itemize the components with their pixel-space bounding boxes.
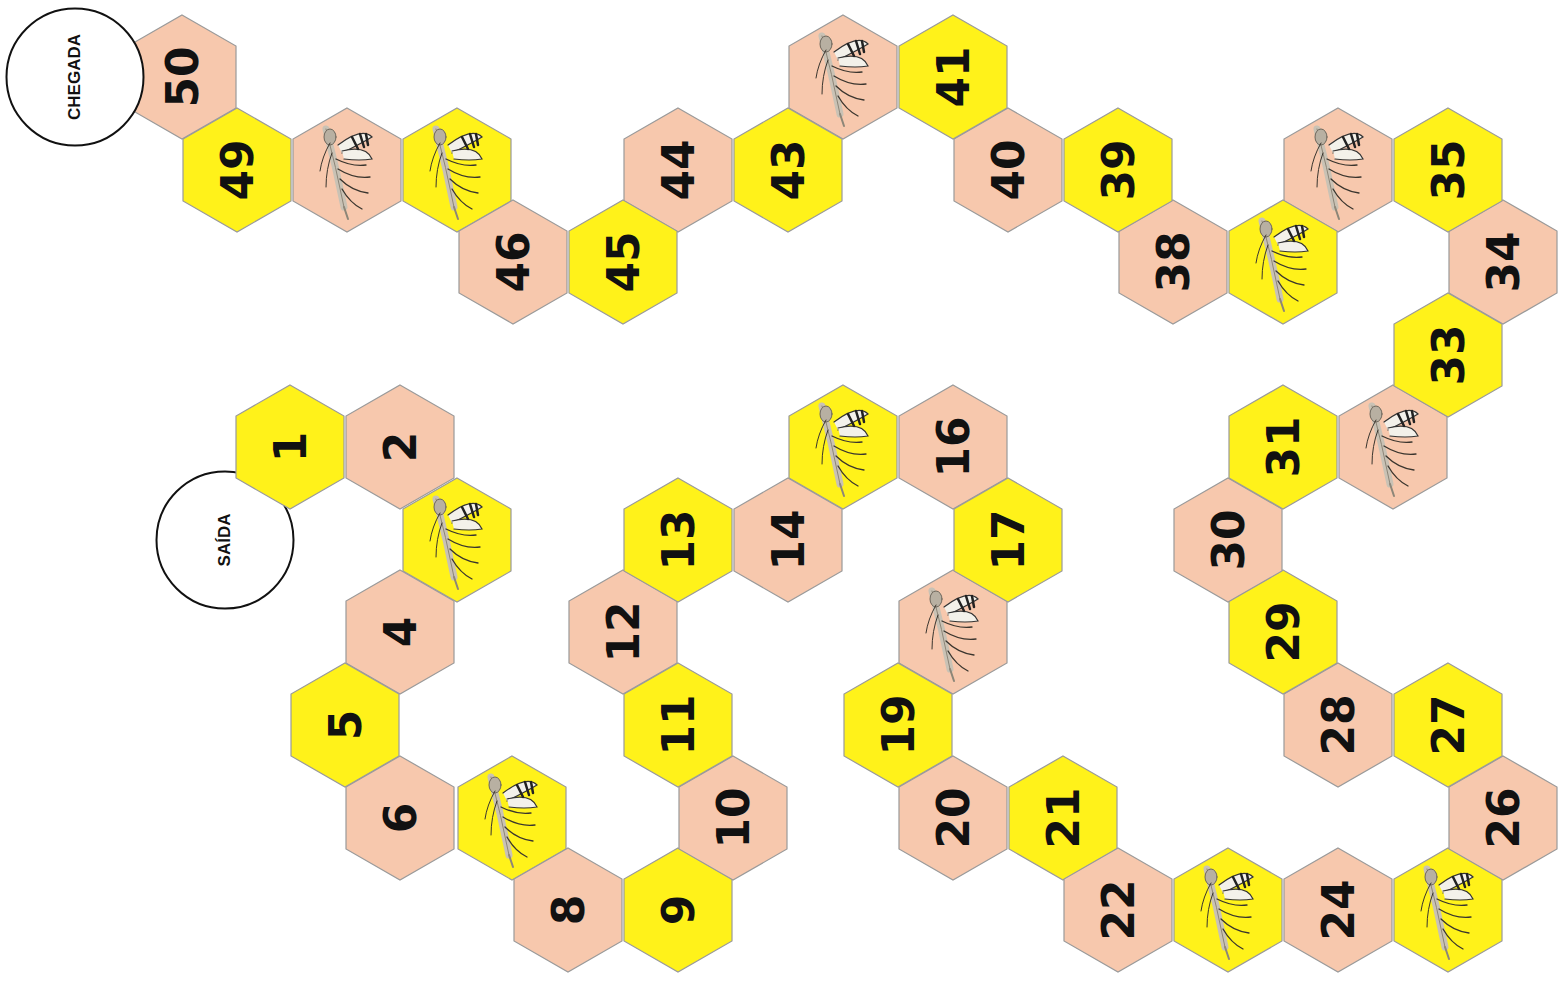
square-number: 30 [1203, 509, 1254, 570]
square-number: 50 [157, 46, 208, 107]
square-number: 17 [983, 509, 1034, 570]
square-number: 14 [763, 509, 814, 570]
square-number: 6 [375, 803, 426, 834]
square-number: 27 [1423, 694, 1474, 755]
square-number: 38 [1148, 231, 1199, 292]
board-square: 43 [733, 107, 843, 233]
board-square: 39 [1063, 107, 1173, 233]
square-number: 11 [653, 694, 704, 755]
square-number: 33 [1423, 324, 1474, 385]
square-number: 44 [653, 139, 704, 200]
board-square: 24 [1283, 847, 1393, 973]
board-square: 31 [1228, 384, 1338, 510]
board-square: 8 [513, 847, 623, 973]
board-square: 14 [733, 477, 843, 603]
board-square: 13 [623, 477, 733, 603]
square-number: 8 [543, 895, 594, 926]
board-square: 27 [1393, 662, 1503, 788]
square-number: 28 [1313, 694, 1364, 755]
square-number: 39 [1093, 139, 1144, 200]
square-number: 13 [653, 509, 704, 570]
square-number: 45 [598, 231, 649, 292]
square-number: 22 [1093, 879, 1144, 940]
square-number: 21 [1038, 787, 1089, 848]
square-number: 41 [928, 46, 979, 107]
board-square: 22 [1063, 847, 1173, 973]
square-number: 10 [708, 787, 759, 848]
board-square: 35 [1393, 107, 1503, 233]
square-number: 2 [375, 432, 426, 463]
board-square: 1 [235, 384, 345, 510]
square-number: 12 [598, 601, 649, 662]
square-number: 4 [375, 617, 426, 648]
square-number: 43 [763, 139, 814, 200]
board-square: 46 [458, 199, 568, 325]
mosquito-square [1174, 848, 1282, 972]
square-number: 34 [1478, 231, 1529, 292]
mosquito-square [1229, 200, 1337, 324]
mosquito-square [293, 108, 401, 232]
board-square: 45 [568, 199, 678, 325]
square-number: 19 [873, 694, 924, 755]
board-square: 2 [345, 384, 455, 510]
square-number: 16 [928, 416, 979, 477]
board-square: 20 [898, 755, 1008, 881]
square-number: 5 [320, 710, 371, 741]
square-number: 26 [1478, 787, 1529, 848]
square-number: 40 [983, 139, 1034, 200]
circle-label: CHEGADA [65, 34, 85, 120]
square-number: 46 [488, 231, 539, 292]
square-number: 9 [653, 895, 704, 926]
circle-label: SAÍDA [215, 514, 235, 567]
board-square: 41 [898, 14, 1008, 140]
square-number: 24 [1313, 879, 1364, 940]
square-number: 49 [212, 139, 263, 200]
board-square: 6 [345, 755, 455, 881]
square-number: 20 [928, 787, 979, 848]
square-number: 1 [265, 432, 316, 463]
square-number: 35 [1423, 139, 1474, 200]
start-finish-circle: CHEGADA [5, 7, 145, 147]
square-number: 31 [1258, 416, 1309, 477]
board-square: 17 [953, 477, 1063, 603]
square-number: 29 [1258, 601, 1309, 662]
